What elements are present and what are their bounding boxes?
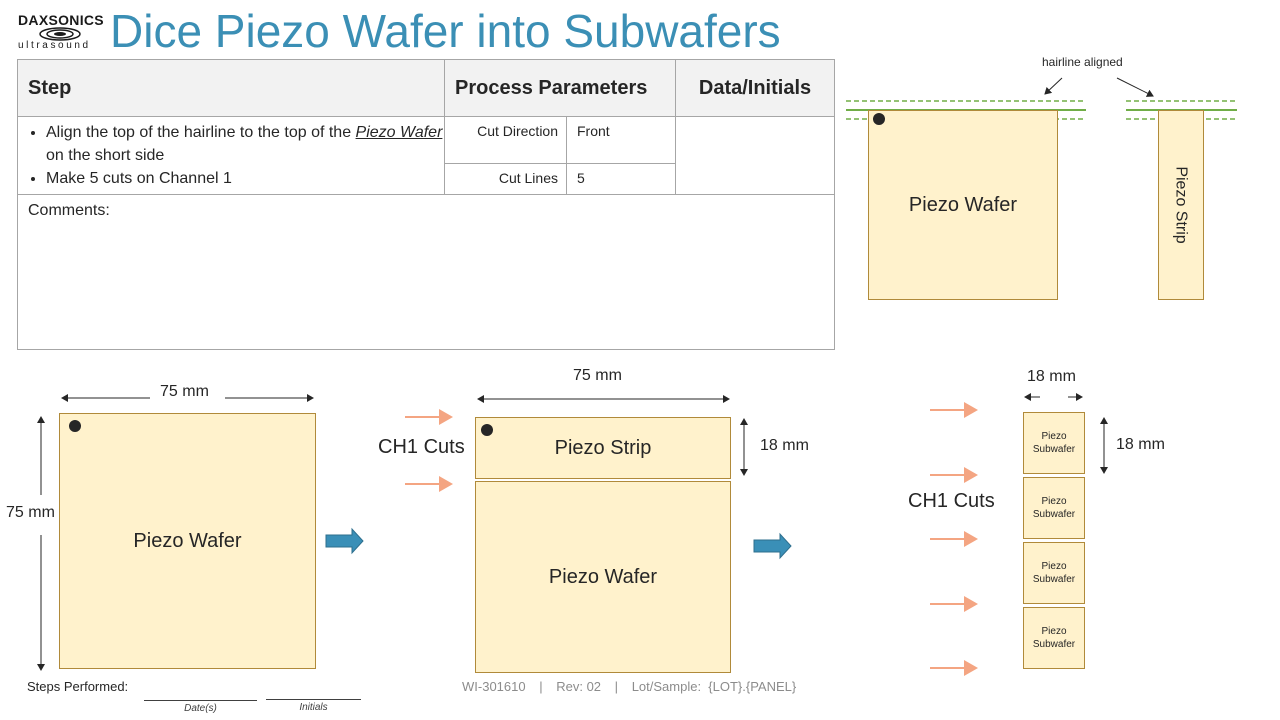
dimension-arrows xyxy=(37,393,1108,676)
initials-signature-line[interactable]: Initials xyxy=(266,699,361,713)
header-process-parameters: Process Parameters xyxy=(443,59,677,117)
stage2-wafer-label: Piezo Wafer xyxy=(548,565,658,588)
stage1-piezo-wafer: Piezo Wafer xyxy=(59,413,316,669)
stage3-cuts-label: CH1 Cuts xyxy=(908,490,995,512)
header-step: Step xyxy=(17,59,445,117)
stage2-piezo-strip: Piezo Strip xyxy=(475,417,731,479)
stage3-height-label: 18 mm xyxy=(1116,436,1165,453)
hairline-piezo-strip: Piezo Strip xyxy=(1158,110,1204,300)
lot-sample: Lot/Sample: {LOT}.{PANEL} xyxy=(631,679,797,694)
company-logo-name: DAXSONICS xyxy=(18,12,104,28)
subwafer-box: Piezo Subwafer xyxy=(1023,412,1085,474)
step-align-suffix: on the short side xyxy=(46,147,165,164)
orientation-dot-icon xyxy=(873,113,885,125)
step-item-align: Align the top of the hairline to the top… xyxy=(46,121,444,167)
stage3-width-label: 18 mm xyxy=(1027,368,1076,385)
stage2-strip-height-label: 18 mm xyxy=(760,437,809,454)
subwafer-label-line2: Subwafer xyxy=(1032,639,1076,650)
subwafer-label-line1: Piezo xyxy=(1041,496,1067,507)
step-align-emphasis: Piezo Wafer xyxy=(355,124,443,141)
page-title: Dice Piezo Wafer into Subwafers xyxy=(110,5,781,57)
param-label-cut-direction: Cut Direction xyxy=(444,116,567,164)
stage1-wafer-label: Piezo Wafer xyxy=(133,529,242,552)
process-table: Step Process Parameters Data/Initials Al… xyxy=(16,59,836,350)
orientation-dot-icon xyxy=(481,424,493,436)
param-value-cut-lines: 5 xyxy=(565,163,677,195)
hairline-piezo-wafer: Piezo Wafer xyxy=(868,110,1058,300)
param-label-cut-lines: Cut Lines xyxy=(444,163,567,195)
subwafer-box: Piezo Subwafer xyxy=(1023,477,1085,539)
company-logo-tagline: ultrasound xyxy=(18,40,91,51)
step-align-text: Align the top of the hairline to the top… xyxy=(46,124,356,141)
stage2-cuts-label: CH1 Cuts xyxy=(378,436,465,458)
comments-field[interactable]: Comments: xyxy=(16,194,836,350)
footer-separator: | xyxy=(614,679,619,694)
step-item-cuts: Make 5 cuts on Channel 1 xyxy=(46,167,444,190)
subwafer-label-line2: Subwafer xyxy=(1032,574,1076,585)
stage2-piezo-wafer: Piezo Wafer xyxy=(475,481,731,673)
doc-id: WI-301610 xyxy=(462,679,526,694)
header-data-initials: Data/Initials xyxy=(675,59,836,117)
subwafer-label-line1: Piezo xyxy=(1041,431,1067,442)
subwafer-label-line2: Subwafer xyxy=(1032,509,1076,520)
subwafer-label-line1: Piezo xyxy=(1041,561,1067,572)
subwafer-label-line2: Subwafer xyxy=(1032,444,1076,455)
param-value-cut-direction: Front xyxy=(565,116,677,164)
steps-performed-label: Steps Performed: xyxy=(27,679,129,694)
stage1-width-label: 75 mm xyxy=(160,383,209,400)
subwafer-box: Piezo Subwafer xyxy=(1023,542,1085,604)
stage2-width-label: 75 mm xyxy=(573,367,622,384)
subwafer-box: Piezo Subwafer xyxy=(1023,607,1085,669)
footer-doc-id: WI-301610 | Rev: 02 | Lot/Sample: {LOT}.… xyxy=(462,679,796,694)
stage2-strip-label: Piezo Strip xyxy=(554,436,652,459)
data-initials-cell[interactable] xyxy=(675,116,836,195)
hairline-annotation: hairline aligned xyxy=(1042,55,1123,69)
date-signature-line[interactable]: Date(s) xyxy=(144,700,257,714)
step-instructions: Align the top of the hairline to the top… xyxy=(17,116,445,195)
orientation-dot-icon xyxy=(69,420,81,432)
comments-label: Comments: xyxy=(28,202,110,219)
revision: Rev: 02 xyxy=(556,679,602,694)
logo-rings-icon xyxy=(39,27,81,41)
subwafer-label-line1: Piezo xyxy=(1041,626,1067,637)
footer-separator: | xyxy=(539,679,543,694)
stage1-height-label: 75 mm xyxy=(6,504,55,522)
hairline-strip-label: Piezo Strip xyxy=(1173,166,1190,244)
hairline-wafer-label: Piezo Wafer xyxy=(908,193,1018,216)
